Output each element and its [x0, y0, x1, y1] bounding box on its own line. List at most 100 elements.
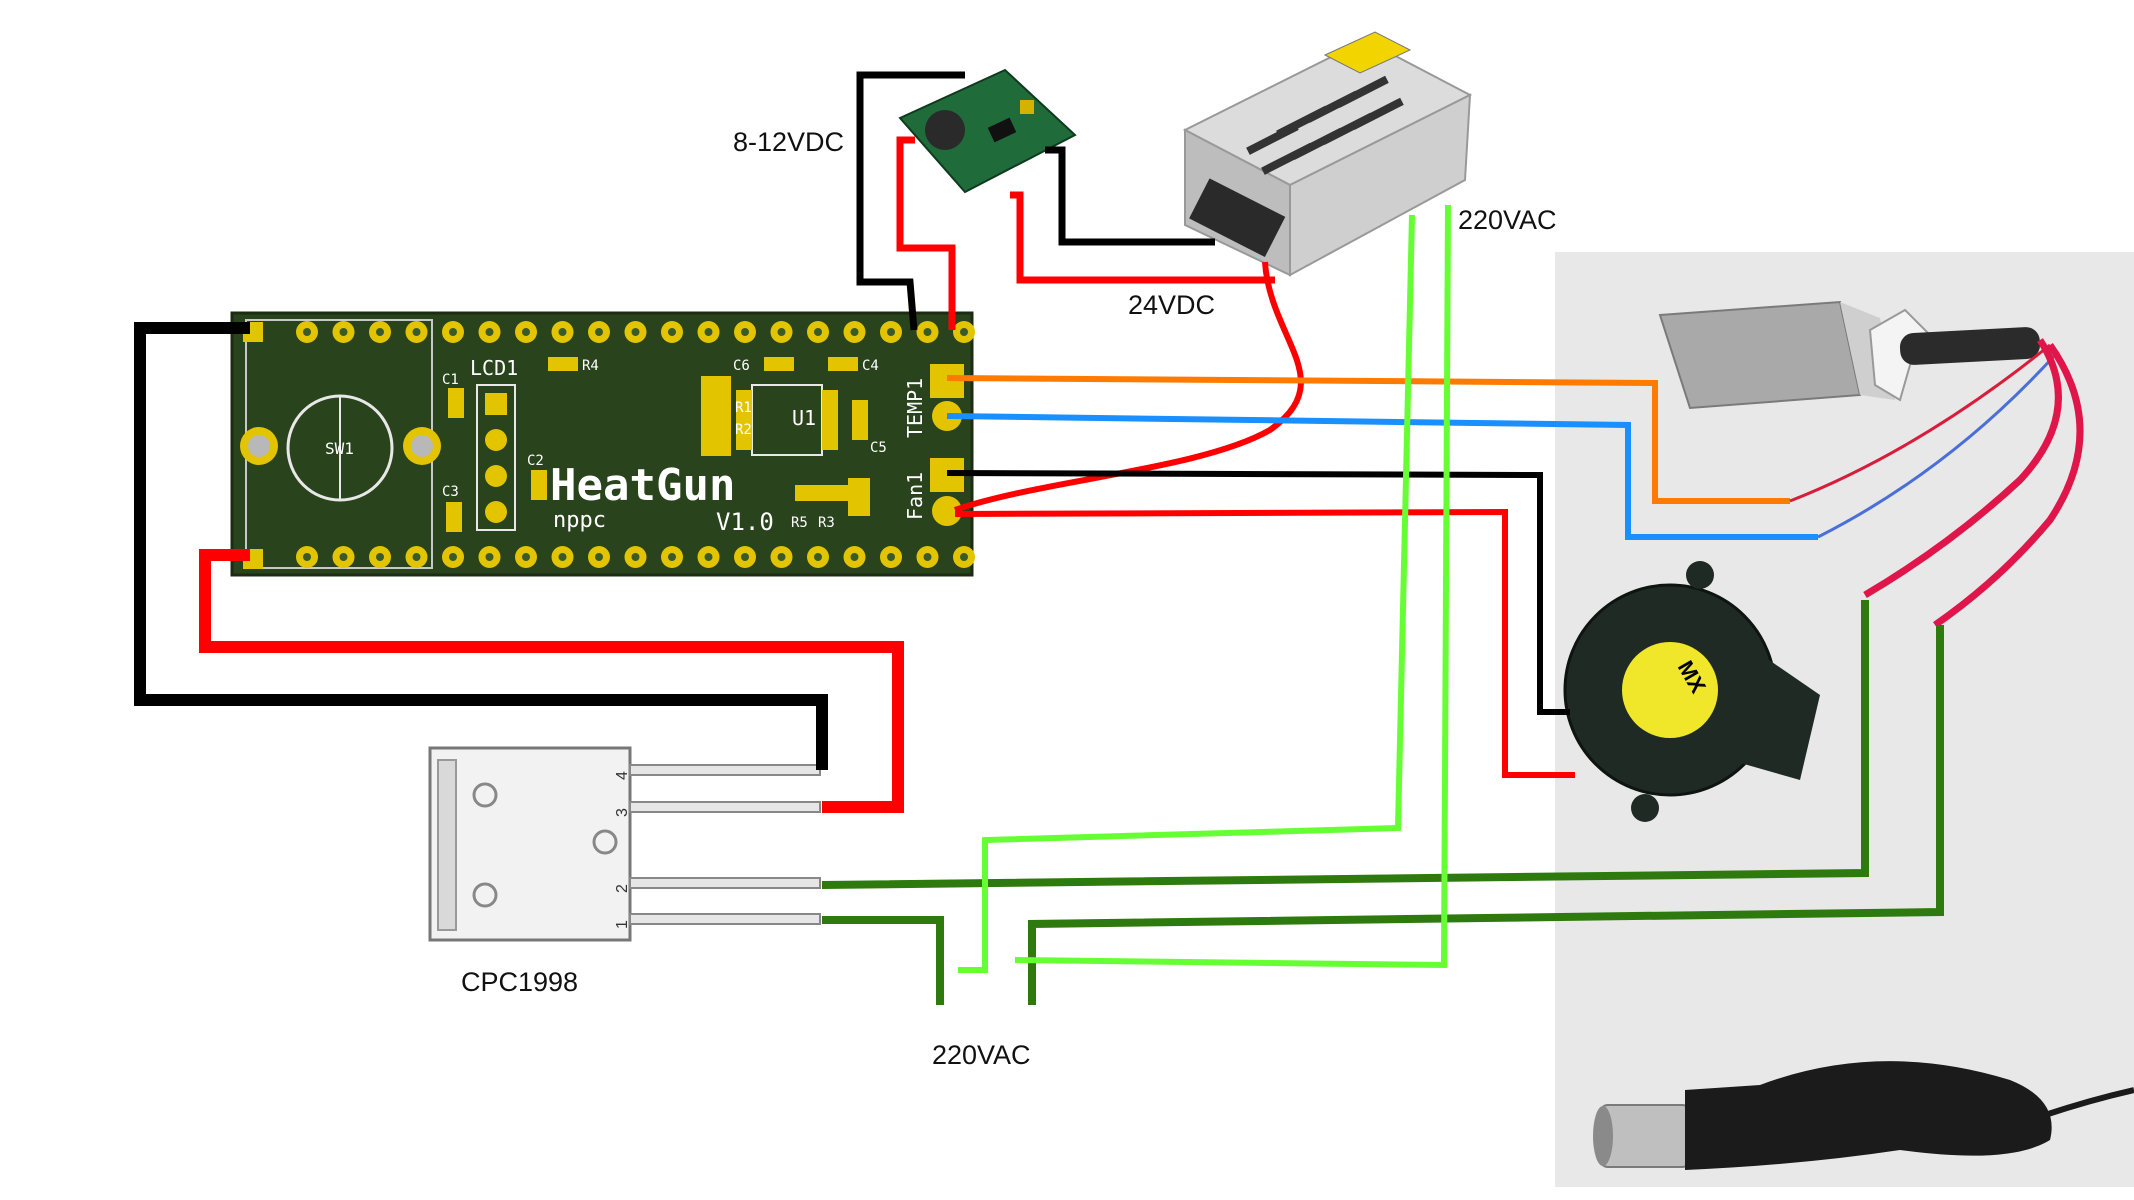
- fan1-pad-2: [932, 496, 962, 526]
- wire-lime-psu-1: [958, 214, 1415, 973]
- r4-pads: [548, 357, 578, 371]
- heatgun-pcb: HeatGun nppc V1.0 LCD1 SW1 U1 TEMP1 Fan1…: [230, 311, 975, 577]
- r1-r2-pads: [701, 376, 731, 456]
- pin-label-2: 2: [614, 884, 631, 893]
- header-pad-bottom-hole-8: [558, 553, 567, 561]
- header-pad-bottom-hole-10: [631, 553, 640, 561]
- header-pad-top-hole-8: [558, 328, 567, 336]
- header-pad-bottom-hole-7: [522, 553, 530, 561]
- package-tab: [437, 759, 457, 931]
- mains-input-label: 220VAC: [932, 1040, 1031, 1070]
- c2-pads: [531, 470, 547, 500]
- step-down-input-label: 8-12VDC: [733, 127, 845, 157]
- heat-gun-handle: [1593, 1061, 2134, 1170]
- header-pad-top-hole-5: [449, 328, 457, 336]
- header-pad-top-hole-2: [339, 328, 348, 336]
- cpc1998-package: 4 3 2 1: [428, 746, 821, 942]
- r1-label: R1: [735, 400, 752, 416]
- lcd-connector-outline: [476, 384, 516, 531]
- header-pad-bottom-hole-17: [887, 553, 895, 561]
- r2-label: R2: [735, 422, 752, 438]
- sw1-pad-left-hole: [248, 435, 270, 457]
- wire-red-step-down-psu: [1010, 191, 1275, 284]
- header-pad-bottom-hole-18: [923, 553, 932, 561]
- r4-label: R4: [582, 358, 599, 374]
- lcd-pin-4: [485, 501, 507, 523]
- step-down-module: [898, 68, 1077, 194]
- triac-part-label: CPC1998: [461, 967, 579, 997]
- header-pad-top-hole-9: [595, 328, 603, 336]
- wire-red-fan: [954, 508, 1575, 778]
- header-pad-top-hole-11: [668, 328, 676, 336]
- c3-pads: [446, 502, 462, 532]
- c5-pads: [852, 400, 868, 440]
- header-pad-bottom-hole-4: [412, 553, 421, 561]
- header-pad-bottom-hole-11: [668, 553, 676, 561]
- lcd-pin-1: [485, 393, 507, 415]
- fan-outlet: [1730, 640, 1820, 780]
- handle-nozzle: [1599, 1104, 1691, 1168]
- wire-red-24v-fan: [954, 261, 1304, 513]
- heater-lead-1: [1863, 338, 2062, 599]
- thermocouple-blue-lead: [1817, 353, 2057, 539]
- c3-label: C3: [442, 484, 459, 500]
- c6-pads: [764, 357, 794, 371]
- pcb-subtitle: nppc: [553, 508, 606, 533]
- header-pad-top-hole-10: [631, 328, 640, 336]
- wire-red-control: [199, 549, 904, 813]
- header-pad-bottom-hole-14: [777, 553, 786, 561]
- ceramic-star: [1868, 308, 1932, 402]
- r3-label: R3: [818, 515, 835, 531]
- fan-label-disc: [1622, 642, 1718, 738]
- header-pad-bottom-hole-19: [960, 553, 968, 561]
- package-leads: [629, 764, 821, 925]
- package-body: [428, 746, 632, 942]
- header-pad-bottom-hole-13: [741, 553, 749, 561]
- fan-mount-bottom: [1631, 794, 1659, 822]
- pcb-title: HeatGun: [550, 460, 735, 511]
- package-hole-2: [592, 829, 618, 855]
- step-down-chip: [987, 117, 1017, 143]
- pcb-version: V1.0: [716, 508, 774, 536]
- wire-lime-psu-2: [1014, 204, 1451, 969]
- pin-label-1: 1: [614, 920, 631, 929]
- psu-output-label: 24VDC: [1128, 290, 1216, 320]
- c4-label: C4: [862, 358, 879, 374]
- psu-label: [1323, 31, 1412, 74]
- header-pad-bottom-hole-1: [303, 553, 311, 561]
- psu-input-label: 220VAC: [1458, 205, 1557, 235]
- package-hole-3: [472, 882, 498, 908]
- u1-pins-right: [822, 390, 838, 450]
- thermocouple-red-lead: [1789, 343, 2051, 503]
- header-pad-top-hole-15: [814, 328, 822, 336]
- r5-label: R5: [791, 515, 808, 531]
- header-pad-top-hole-13: [741, 328, 749, 336]
- c1-pads: [448, 388, 464, 418]
- header-pad-bottom-hole-3: [376, 553, 384, 561]
- fan-mount-top: [1686, 561, 1714, 589]
- lcd-pin-3: [485, 465, 507, 487]
- lcd-ref-label: LCD1: [470, 356, 518, 380]
- power-supply: [1182, 31, 1473, 277]
- package-hole-1: [472, 782, 498, 808]
- handle-grip: [1685, 1061, 2052, 1170]
- wire-red-step-down-in: [896, 136, 956, 330]
- heater-element: [1658, 300, 2041, 410]
- header-pad-top-hole-19: [960, 328, 968, 336]
- switch-ref-label: SW1: [325, 439, 354, 458]
- psu-terminal-block: [1189, 178, 1286, 258]
- fan-connector-label: Fan1: [903, 472, 927, 520]
- nozzle-tip: [1593, 1106, 1613, 1166]
- header-pad-top-hole-1: [303, 328, 311, 336]
- c6-label: C6: [733, 358, 750, 374]
- psu-side: [1289, 93, 1472, 277]
- u1-pins-left: [736, 390, 752, 450]
- header-pad-top-hole-6: [485, 328, 494, 336]
- header-pad-top-hole-14: [777, 328, 786, 336]
- header-pad-bottom-hole-2: [339, 553, 348, 561]
- wire-darkgreen-triac-mains: [822, 916, 944, 1005]
- wire-black-control: [134, 322, 828, 770]
- inductor: [925, 110, 965, 150]
- wire-black-fan: [946, 470, 1570, 715]
